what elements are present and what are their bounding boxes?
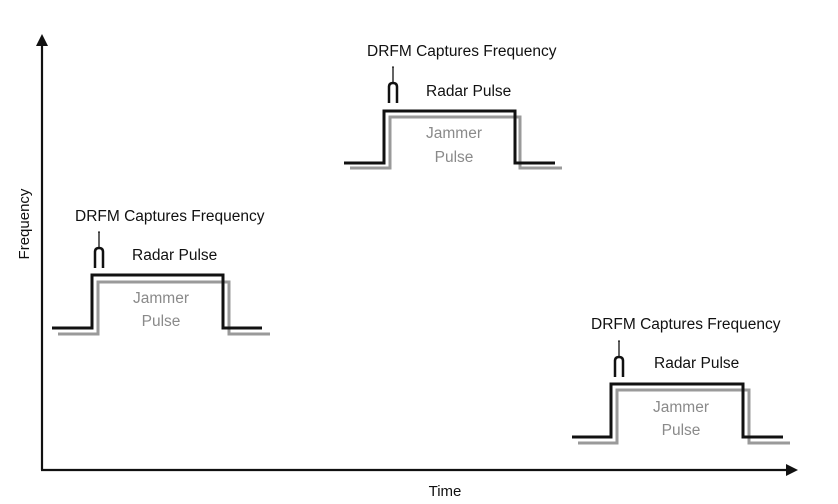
- radar-pulse-waveform: [572, 382, 783, 439]
- jammer-pulse-label-line2: Pulse: [662, 422, 701, 439]
- pulse-group-3: DRFM Captures Frequency Radar Pulse Jamm…: [572, 316, 790, 445]
- jammer-pulse-waveform: [58, 280, 270, 336]
- radar-pulse-label: Radar Pulse: [132, 247, 217, 264]
- radar-pulse-label: Radar Pulse: [426, 83, 511, 100]
- drfm-capture-label: DRFM Captures Frequency: [367, 43, 557, 60]
- jammer-pulse-label-line2: Pulse: [435, 149, 474, 166]
- y-axis-arrow: [36, 34, 48, 46]
- drfm-capture-label: DRFM Captures Frequency: [591, 316, 781, 333]
- jammer-pulse-label-line1: Jammer: [133, 290, 189, 307]
- x-axis-arrow: [786, 464, 798, 476]
- pulse-group-2: DRFM Captures Frequency Radar Pulse Jamm…: [344, 43, 562, 170]
- axes: Time Frequency: [16, 34, 798, 500]
- radar-pulse-label: Radar Pulse: [654, 355, 739, 372]
- drfm-capture-icon: [387, 66, 399, 103]
- pulse-group-1: DRFM Captures Frequency Radar Pulse Jamm…: [52, 208, 270, 336]
- drfm-capture-label: DRFM Captures Frequency: [75, 208, 265, 225]
- drfm-capture-icon: [93, 231, 105, 268]
- jammer-pulse-label-line2: Pulse: [142, 313, 181, 330]
- x-axis-label: Time: [429, 483, 462, 500]
- radar-pulse-waveform: [52, 273, 262, 330]
- jammer-pulse-waveform: [578, 388, 790, 445]
- radar-pulse-waveform: [344, 109, 555, 165]
- drfm-capture-icon: [613, 340, 625, 377]
- jammer-pulse-label-line1: Jammer: [426, 125, 482, 142]
- jammer-pulse-label-line1: Jammer: [653, 399, 709, 416]
- y-axis-label: Frequency: [16, 188, 33, 259]
- jammer-pulse-waveform: [350, 115, 562, 170]
